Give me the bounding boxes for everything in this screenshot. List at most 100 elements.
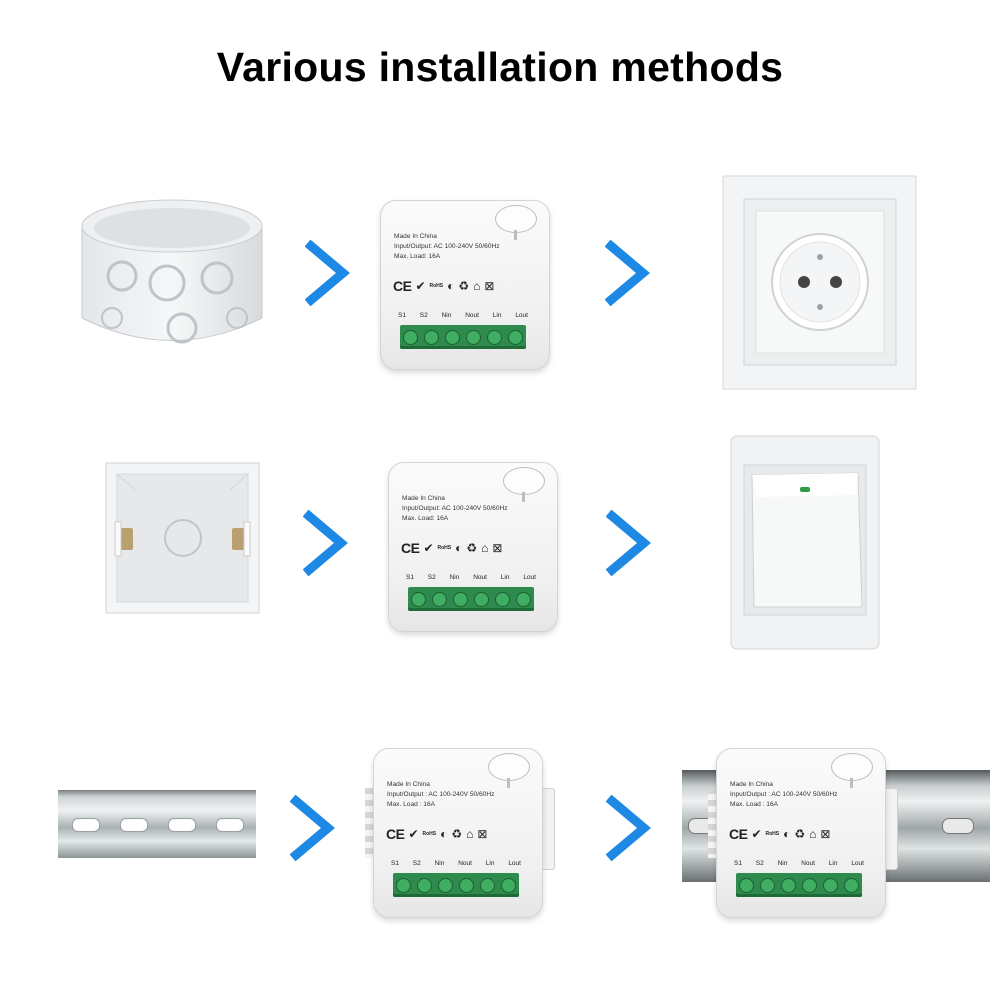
pairing-button <box>831 753 873 788</box>
input-output-label: Input/Output : AC 100-240V 50/60Hz <box>387 791 495 799</box>
module-spec: Made In China Input/Output : AC 100-240V… <box>730 780 837 811</box>
terminal-label: S1 <box>734 860 742 867</box>
terminal-label: Nin <box>434 860 445 867</box>
check-icon: ✔ <box>423 541 434 555</box>
max-load-label: Max. Load: 16A <box>394 253 441 261</box>
terminal-label: S2 <box>755 860 764 867</box>
terminal-label: Lin <box>828 860 838 867</box>
terminal-label: Nin <box>777 860 788 867</box>
terminal-label: Nout <box>801 860 815 867</box>
weee-bin-icon: ⊠ <box>820 827 831 841</box>
smart-switch-module: Made In China Input/Output: AC 100-240V … <box>388 462 558 632</box>
chevron-right-icon <box>305 240 350 306</box>
terminal-label: Nout <box>465 312 479 319</box>
din-rail-icon <box>58 790 256 858</box>
terminal-label: S2 <box>419 312 428 319</box>
terminal-label: Nin <box>449 574 460 581</box>
terminal-label: Lout <box>508 860 521 867</box>
green-dot-icon: ◐ <box>447 279 455 293</box>
terminal-label: Lin <box>485 860 495 867</box>
certification-marks: CE ✔ RoHS ◐ ♻ ⌂ ⊠ <box>386 826 487 842</box>
ce-mark: CE <box>729 826 748 842</box>
home-icon: ⌂ <box>466 827 474 841</box>
pairing-button <box>488 753 530 788</box>
terminal-label: Lout <box>523 574 536 581</box>
made-in-label: Made In China <box>730 781 773 788</box>
module-spec: Made In China Input/Output: AC 100-240V … <box>402 494 508 525</box>
terminal-label: S1 <box>398 312 406 319</box>
terminal-label: S1 <box>406 574 414 581</box>
green-dot-icon: ◐ <box>783 827 791 841</box>
home-icon: ⌂ <box>481 541 489 555</box>
check-icon: ✔ <box>415 279 426 293</box>
square-junction-box-icon <box>105 462 260 614</box>
home-icon: ⌂ <box>809 827 817 841</box>
terminal-block <box>393 873 519 897</box>
weee-bin-icon: ⊠ <box>477 827 488 841</box>
terminal-label: Lout <box>851 860 864 867</box>
certification-marks: CE ✔ RoHS ◐ ♻ ⌂ ⊠ <box>393 278 494 294</box>
chevron-right-icon <box>606 795 651 861</box>
terminal-label: S2 <box>412 860 421 867</box>
light-switch-icon <box>730 435 880 650</box>
smart-switch-module: Made In China Input/Output: AC 100-240V … <box>380 200 550 370</box>
module-ridges <box>708 788 716 858</box>
recycle-icon: ♻ <box>466 541 478 555</box>
terminal-block <box>408 587 534 611</box>
ce-mark: CE <box>401 540 420 556</box>
terminal-labels: S1 S2 Nin Nout Lin Lout <box>391 860 521 867</box>
terminal-label: S1 <box>391 860 399 867</box>
terminal-label: Lin <box>492 312 502 319</box>
terminal-label: Nin <box>441 312 452 319</box>
terminal-label: Nout <box>473 574 487 581</box>
input-output-label: Input/Output : AC 100-240V 50/60Hz <box>730 791 838 799</box>
made-in-label: Made In China <box>387 781 430 788</box>
module-spec: Made In China Input/Output : AC 100-240V… <box>387 780 494 811</box>
terminal-label: Lin <box>500 574 510 581</box>
certification-marks: CE ✔ RoHS ◐ ♻ ⌂ ⊠ <box>401 540 502 556</box>
terminal-labels: S1 S2 Nin Nout Lin Lout <box>406 574 536 581</box>
terminal-label: S2 <box>427 574 436 581</box>
terminal-labels: S1 S2 Nin Nout Lin Lout <box>398 312 528 319</box>
pairing-button <box>503 467 545 502</box>
chevron-right-icon <box>303 510 348 576</box>
weee-bin-icon: ⊠ <box>484 279 495 293</box>
green-dot-icon: ◐ <box>440 827 448 841</box>
wall-socket-icon <box>722 175 917 390</box>
terminal-labels: S1 S2 Nin Nout Lin Lout <box>734 860 864 867</box>
recycle-icon: ♻ <box>451 827 463 841</box>
home-icon: ⌂ <box>473 279 481 293</box>
terminal-label: Nout <box>458 860 472 867</box>
terminal-label: Lout <box>515 312 528 319</box>
max-load-label: Max. Load : 16A <box>387 801 436 809</box>
ce-mark: CE <box>393 278 412 294</box>
round-junction-box-icon <box>81 199 263 344</box>
input-output-label: Input/Output: AC 100-240V 50/60Hz <box>394 243 500 251</box>
chevron-right-icon <box>605 240 650 306</box>
check-icon: ✔ <box>408 827 419 841</box>
terminal-block <box>736 873 862 897</box>
module-ridges <box>365 788 373 858</box>
smart-switch-module-on-rail: Made In China Input/Output : AC 100-240V… <box>708 748 898 918</box>
page-title: Various installation methods <box>216 44 784 90</box>
green-dot-icon: ◐ <box>455 541 463 555</box>
check-icon: ✔ <box>751 827 762 841</box>
chevron-right-icon <box>606 510 651 576</box>
max-load-label: Max. Load: 16A <box>402 515 449 523</box>
chevron-right-icon <box>290 795 335 861</box>
input-output-label: Input/Output: AC 100-240V 50/60Hz <box>402 505 508 513</box>
recycle-icon: ♻ <box>458 279 470 293</box>
rohs-mark: RoHS <box>422 831 437 837</box>
weee-bin-icon: ⊠ <box>492 541 503 555</box>
module-spec: Made In China Input/Output: AC 100-240V … <box>394 232 500 263</box>
ce-mark: CE <box>386 826 405 842</box>
rohs-mark: RoHS <box>437 545 452 551</box>
made-in-label: Made In China <box>394 233 437 240</box>
pairing-button <box>495 205 537 240</box>
rohs-mark: RoHS <box>765 831 780 837</box>
made-in-label: Made In China <box>402 495 445 502</box>
recycle-icon: ♻ <box>794 827 806 841</box>
certification-marks: CE ✔ RoHS ◐ ♻ ⌂ ⊠ <box>729 826 830 842</box>
max-load-label: Max. Load : 16A <box>730 801 779 809</box>
terminal-block <box>400 325 526 349</box>
